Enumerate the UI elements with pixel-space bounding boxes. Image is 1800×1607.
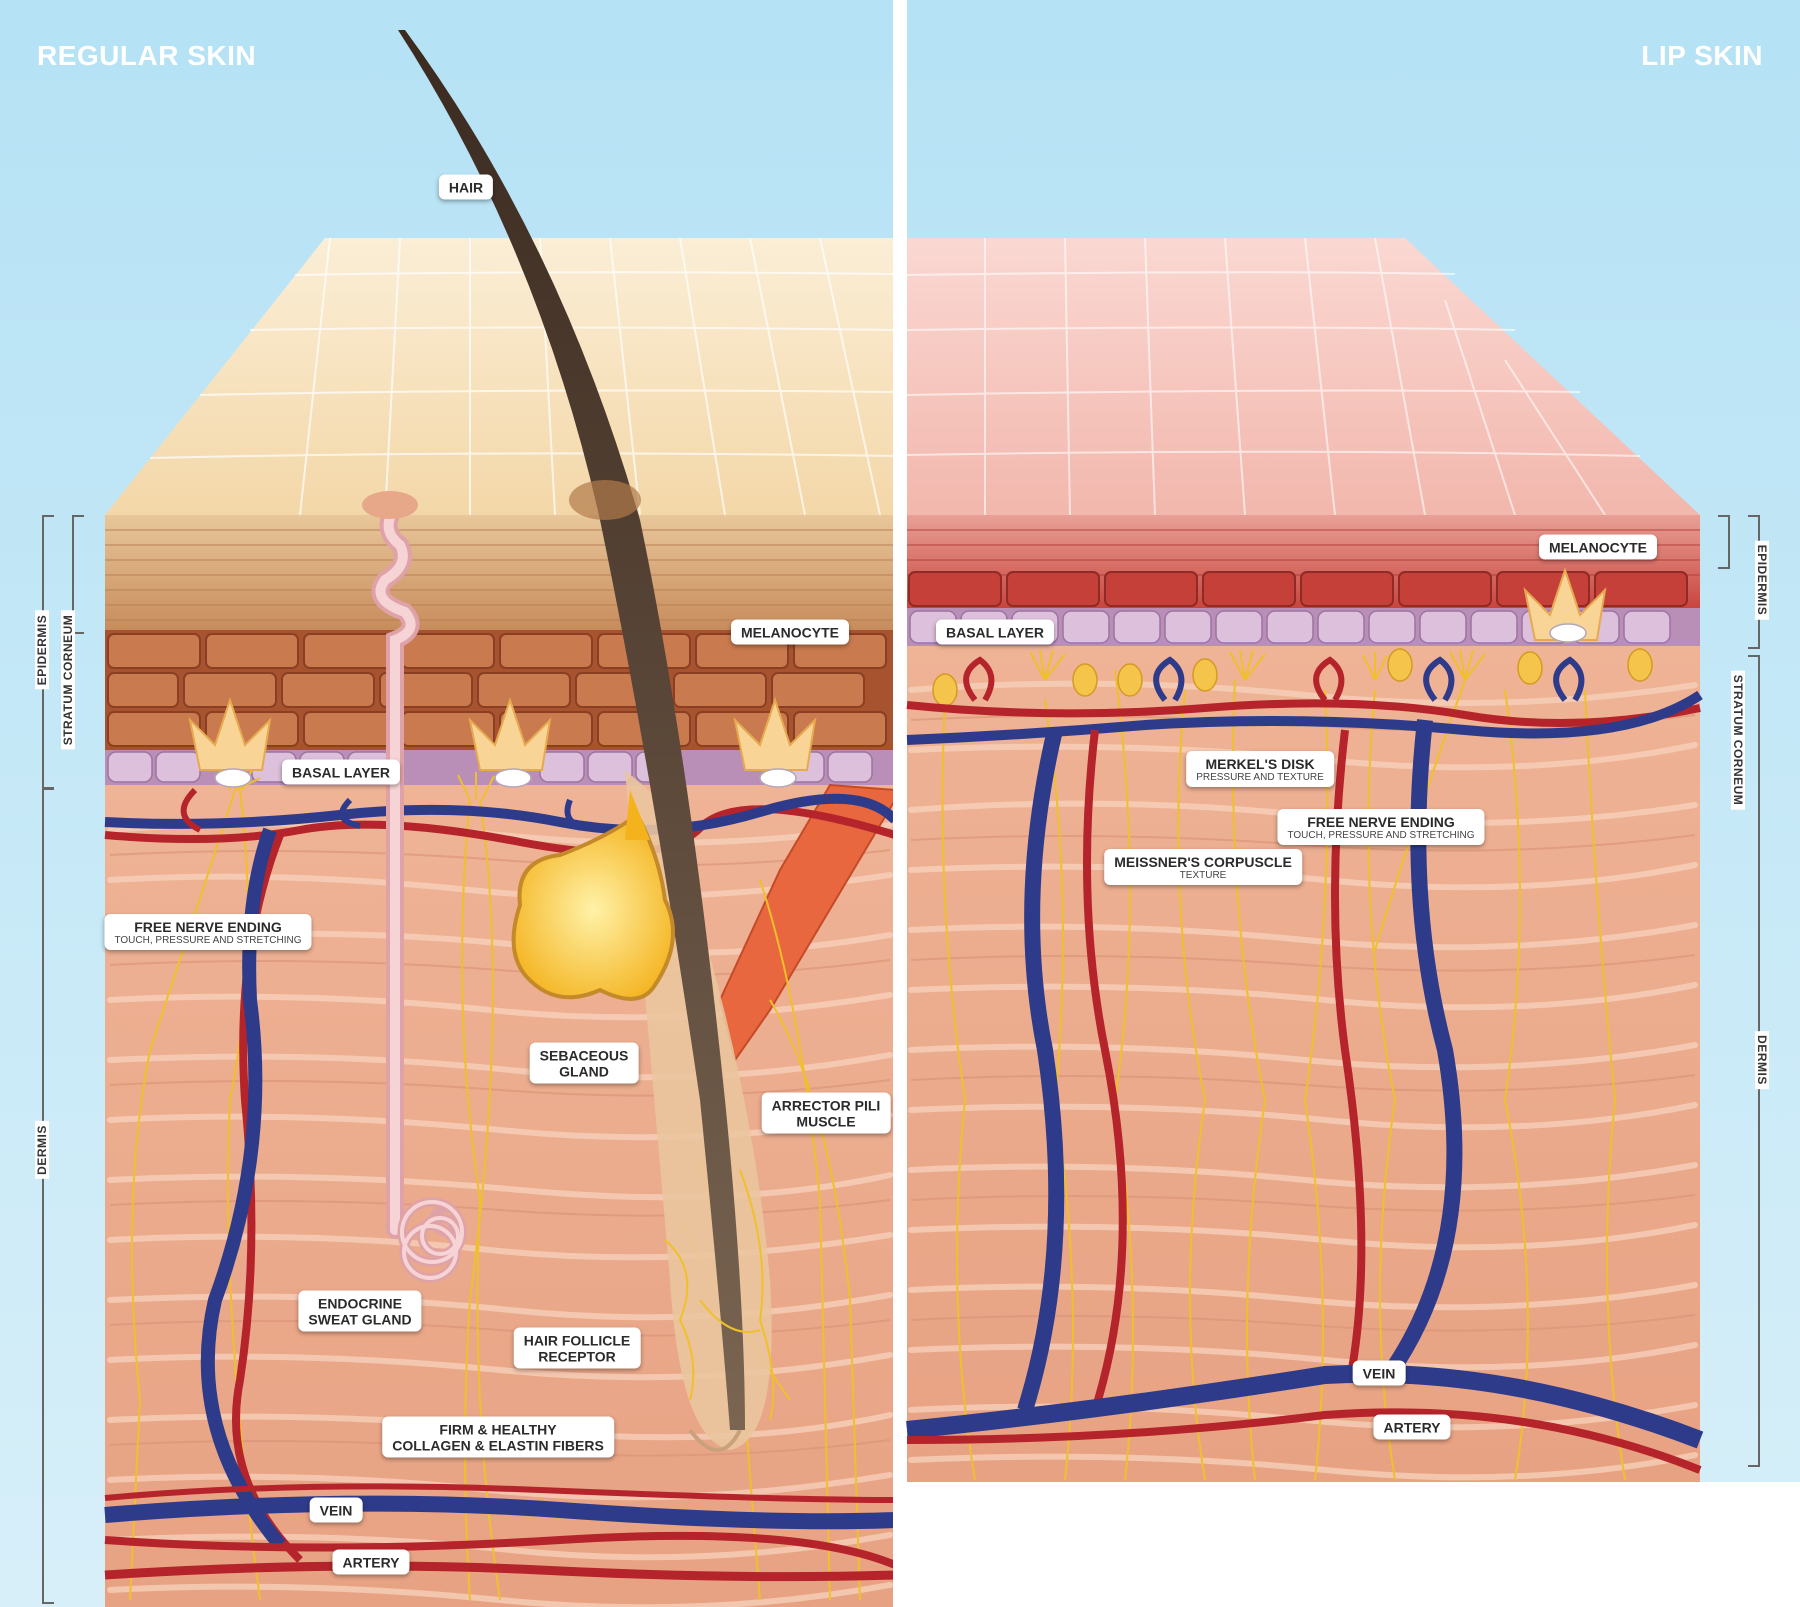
merkels-disk-label: MERKEL'S DISK PRESSURE AND TEXTURE <box>1186 751 1334 787</box>
regular-skin-illustration <box>0 0 895 1607</box>
vein-label-lip: VEIN <box>1353 1361 1406 1386</box>
stratum-corneum-side-label-left: STRATUM CORNEUM <box>61 611 75 750</box>
collagen-elastin-fibers-label: FIRM & HEALTHY COLLAGEN & ELASTIN FIBERS <box>382 1417 614 1458</box>
hair-label: HAIR <box>439 175 493 200</box>
sebaceous-gland-label: SEBACEOUS GLAND <box>530 1043 639 1084</box>
free-nerve-ending-label-regular: FREE NERVE ENDING TOUCH, PRESSURE AND ST… <box>104 914 311 950</box>
meissners-corpuscle-label: MEISSNER'S CORPUSCLE TEXTURE <box>1104 849 1302 885</box>
dermis-side-label-left: DERMIS <box>35 1121 49 1179</box>
artery-label-lip: ARTERY <box>1373 1415 1450 1440</box>
dermis-bracket-left <box>42 788 54 1604</box>
arrector-pili-muscle-label: ARRECTOR PILI MUSCLE <box>762 1093 891 1134</box>
melanocyte-label-regular: MELANOCYTE <box>731 620 849 645</box>
basal-layer-label-lip: BASAL LAYER <box>936 620 1054 645</box>
dermis-side-label-right: DERMIS <box>1755 1031 1769 1089</box>
regular-skin-panel: REGULAR SKIN EPIDERMIS STRATUM CORNEUM D… <box>0 0 895 1607</box>
lip-skin-title: LIP SKIN <box>1641 40 1763 72</box>
basal-layer-label-regular: BASAL LAYER <box>282 760 400 785</box>
endocrine-sweat-gland-label: ENDOCRINE SWEAT GLAND <box>298 1291 421 1332</box>
epidermis-side-label-left: EPIDERMIS <box>35 611 49 690</box>
epidermis-side-label-right: EPIDERMIS <box>1755 541 1769 620</box>
artery-label-regular: ARTERY <box>332 1550 409 1575</box>
hair-follicle-receptor-label: HAIR FOLLICLE RECEPTOR <box>514 1328 641 1369</box>
stratum-corneum-side-label-right: STRATUM CORNEUM <box>1731 671 1745 810</box>
regular-skin-title: REGULAR SKIN <box>37 40 256 72</box>
free-nerve-ending-label-lip: FREE NERVE ENDING TOUCH, PRESSURE AND ST… <box>1277 809 1484 845</box>
stratum-corneum-bracket-right <box>1718 515 1730 569</box>
melanocyte-label-lip: MELANOCYTE <box>1539 535 1657 560</box>
vein-label-regular: VEIN <box>310 1498 363 1523</box>
lip-skin-panel: LIP SKIN MELANOCYTE BASAL LAYER MERKEL'S… <box>905 0 1800 1607</box>
